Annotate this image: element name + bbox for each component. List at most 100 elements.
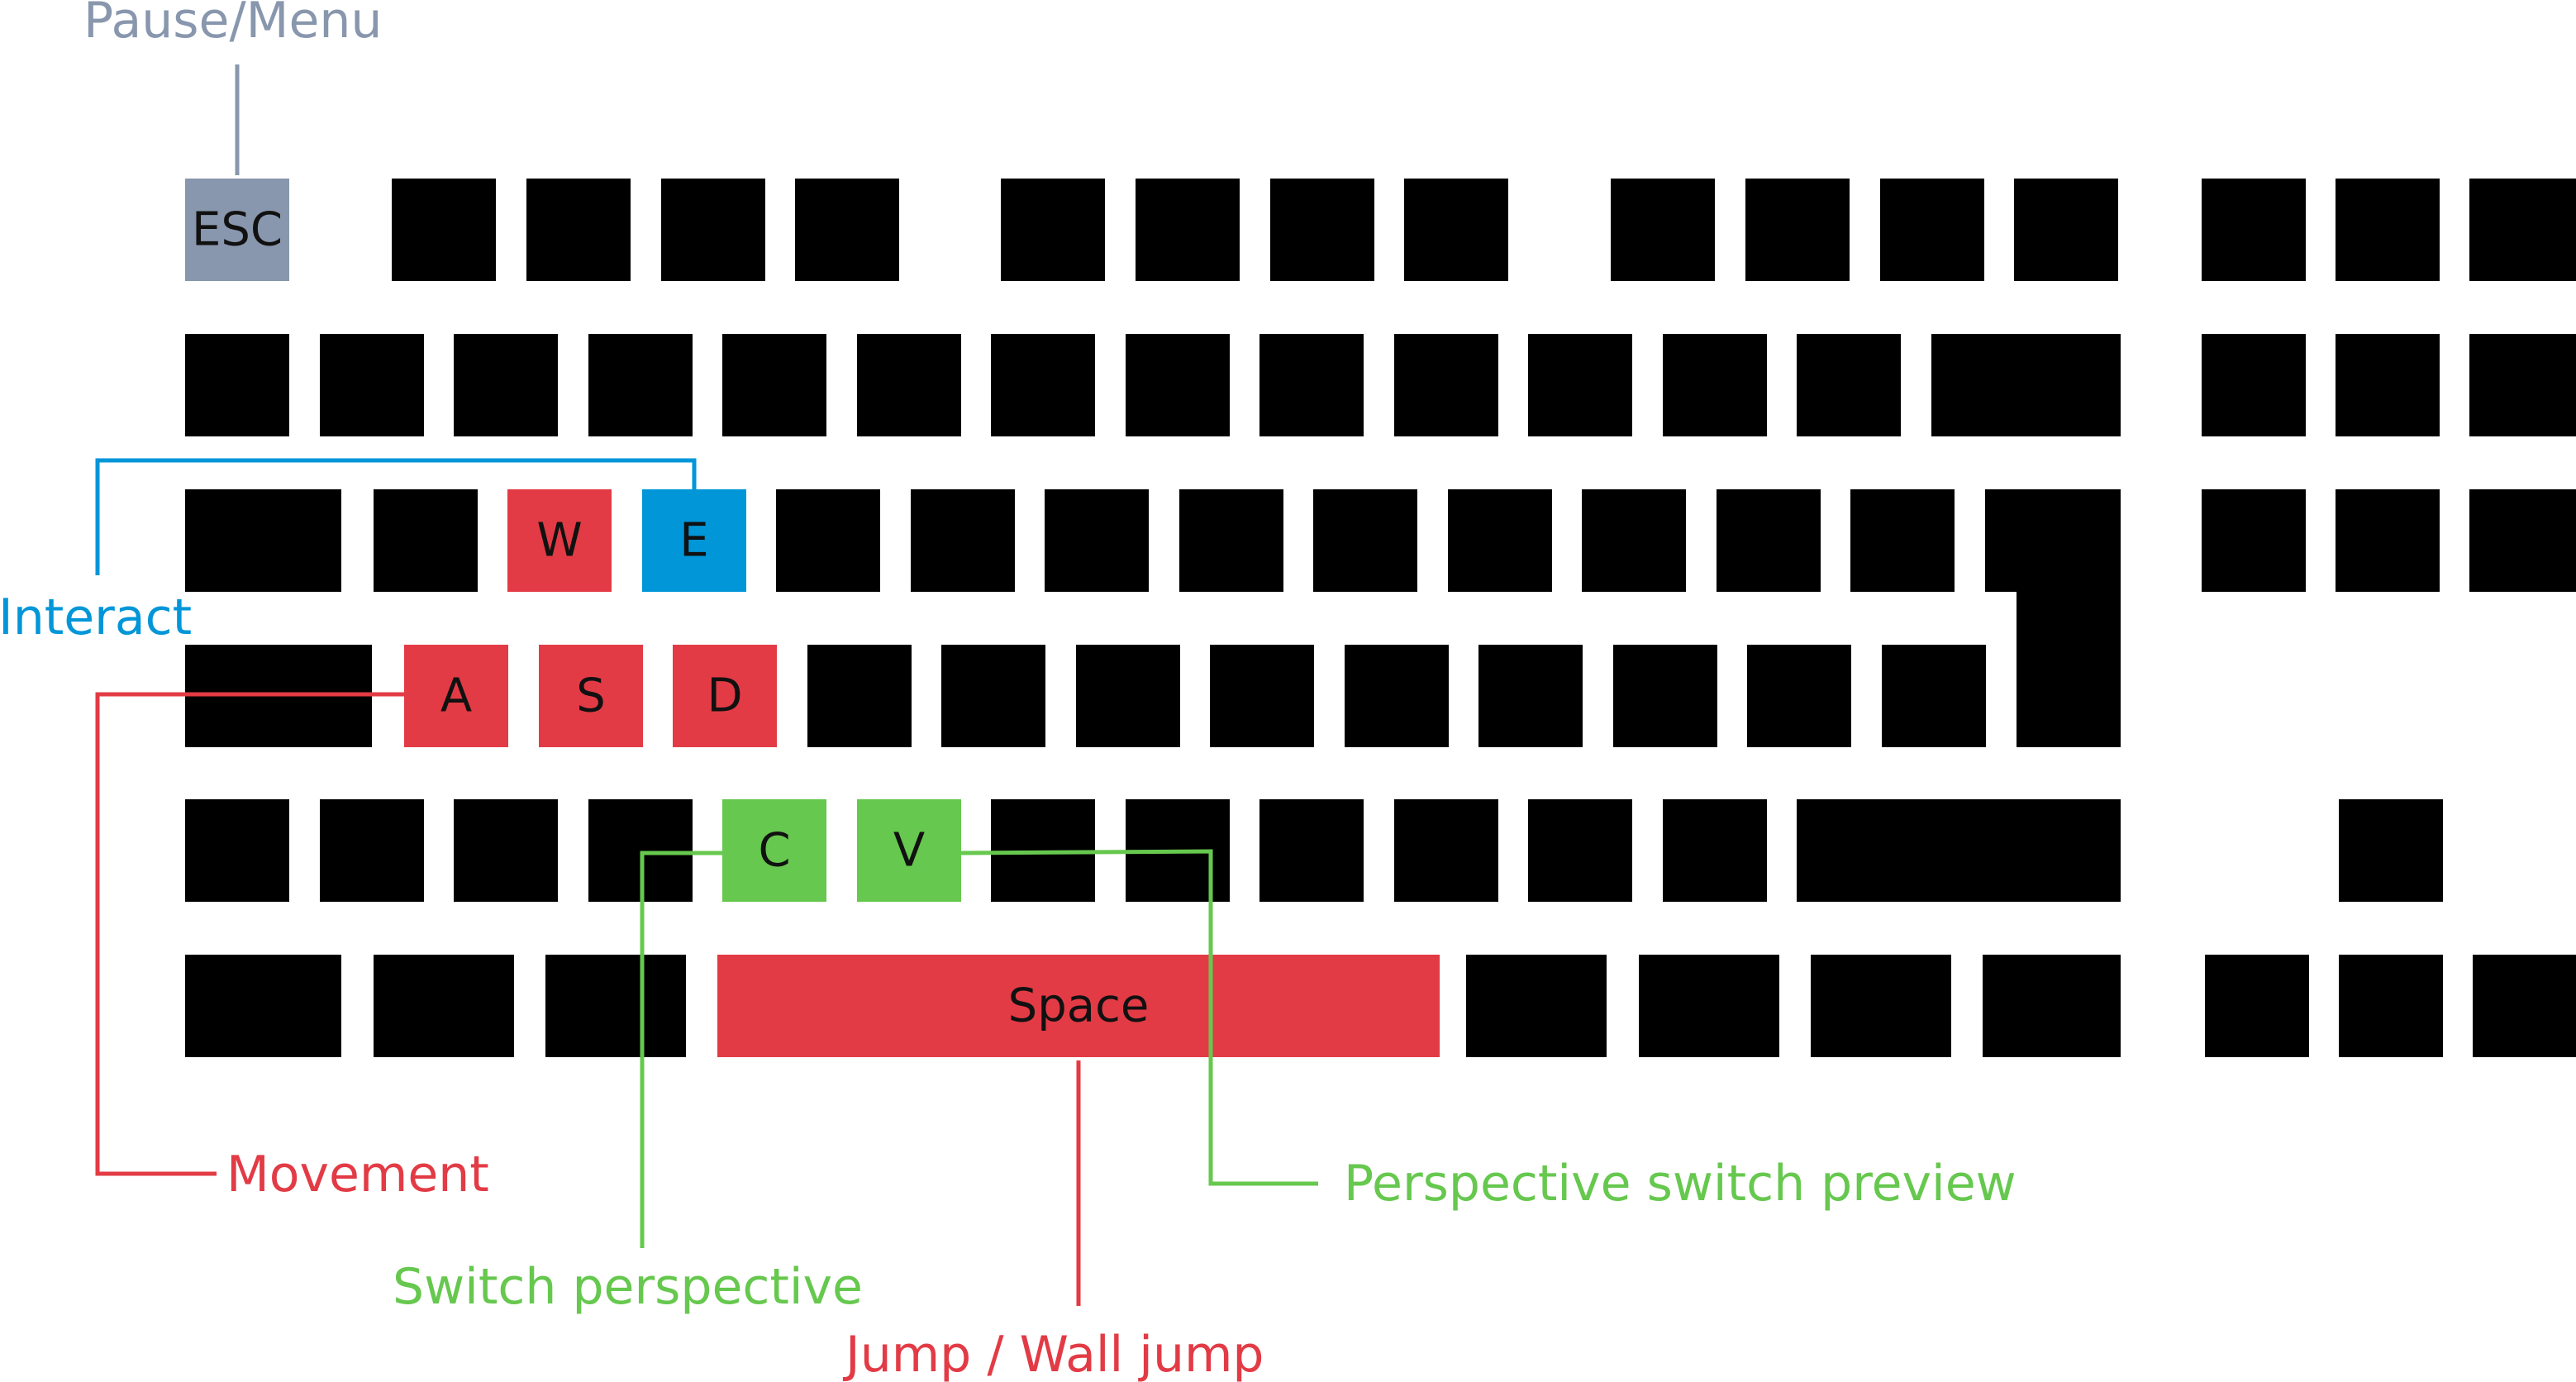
key-a-label: A (440, 670, 472, 723)
key-scroll-lock (2336, 179, 2440, 281)
switch-perspective-label: Switch perspective (393, 1258, 863, 1316)
key-page-up (2469, 334, 2576, 436)
key-f3 (661, 179, 765, 281)
key-f12 (2014, 179, 2118, 281)
pause-menu-label: Pause/Menu (83, 0, 382, 50)
movement-label: Movement (226, 1146, 489, 1203)
key-tab (185, 489, 341, 592)
key-print-screen (2202, 179, 2306, 281)
home-key-row: A S D (185, 645, 1986, 747)
key-space-label: Space (1008, 979, 1150, 1033)
key-backspace (1931, 334, 2121, 436)
key-p (1582, 489, 1686, 592)
qwerty-key-row: W E (185, 489, 2576, 747)
key-right-bracket (1850, 489, 1955, 592)
callout-labels: Pause/Menu Interact Movement Switch pers… (0, 0, 2017, 1382)
key-right-shift (1797, 799, 2121, 902)
key-semicolon (1613, 645, 1717, 747)
key-y (1045, 489, 1149, 592)
key-arrow-down (2339, 955, 2443, 1057)
key-a (404, 645, 508, 747)
key-g (941, 645, 1045, 747)
key-space (717, 955, 1440, 1057)
key-z (454, 799, 558, 902)
key-f5 (1001, 179, 1105, 281)
key-r (776, 489, 880, 592)
key-slash (1663, 799, 1767, 902)
key-left-ctrl (185, 955, 341, 1057)
key-esc (185, 179, 289, 281)
key-quote (1747, 645, 1851, 747)
key-j (1210, 645, 1314, 747)
key-insert (2202, 334, 2306, 436)
key-arrow-up (2339, 799, 2443, 902)
key-l (1478, 645, 1583, 747)
key-esc-label: ESC (192, 203, 283, 257)
key-pause (2469, 179, 2576, 281)
key-v-label: V (893, 824, 925, 878)
key-0 (1528, 334, 1632, 436)
key-f2 (526, 179, 631, 281)
key-w-label: W (536, 514, 582, 568)
key-e (642, 489, 746, 592)
space-key-row: Space (185, 955, 2576, 1057)
key-8 (1259, 334, 1364, 436)
perspective-preview-connector (960, 849, 1318, 1186)
movement-connector (95, 692, 404, 1176)
key-v (857, 799, 961, 902)
key-q (374, 489, 478, 592)
key-end (2336, 489, 2440, 592)
key-k (1345, 645, 1449, 747)
key-1 (320, 334, 424, 436)
key-f6 (1136, 179, 1240, 281)
key-left-bracket (1717, 489, 1821, 592)
key-left-shift (185, 799, 289, 902)
key-o (1448, 489, 1552, 592)
key-d (673, 645, 777, 747)
key-backslash-iso (320, 799, 424, 902)
key-i (1313, 489, 1417, 592)
key-home (2336, 334, 2440, 436)
key-delete (2202, 489, 2306, 592)
key-f9 (1611, 179, 1715, 281)
key-c (722, 799, 826, 902)
key-w (507, 489, 612, 592)
number-key-row (185, 334, 2576, 436)
key-e-label: E (679, 514, 708, 568)
interact-label: Interact (0, 589, 192, 646)
key-right-alt (1466, 955, 1607, 1057)
key-right-win (1639, 955, 1779, 1057)
key-2 (454, 334, 558, 436)
interact-connector (95, 458, 697, 575)
key-f (807, 645, 912, 747)
key-5 (857, 334, 961, 436)
key-left-win (374, 955, 514, 1057)
perspective-switch-preview-label: Perspective switch preview (1344, 1155, 2017, 1213)
key-backtick (185, 334, 289, 436)
key-backslash (1882, 645, 1986, 747)
key-f10 (1745, 179, 1850, 281)
key-comma (1394, 799, 1498, 902)
key-m (1259, 799, 1364, 902)
switch-perspective-connector (640, 851, 722, 1248)
callout-lines (95, 64, 1318, 1306)
key-left-alt (545, 955, 686, 1057)
key-h (1076, 645, 1180, 747)
key-right-ctrl (1983, 955, 2121, 1057)
key-s-label: S (576, 670, 606, 723)
key-f11 (1880, 179, 1984, 281)
key-d-label: D (707, 670, 742, 723)
jump-label: Jump / Wall jump (842, 1326, 1264, 1382)
key-enter (1985, 489, 2121, 747)
key-f8 (1404, 179, 1508, 281)
key-f1 (392, 179, 496, 281)
function-key-row: ESC (185, 179, 2576, 281)
key-u (1179, 489, 1283, 592)
key-6 (991, 334, 1095, 436)
key-3 (588, 334, 693, 436)
key-t (911, 489, 1015, 592)
key-arrow-left (2205, 955, 2309, 1057)
key-c-label: C (758, 824, 790, 878)
key-f4 (795, 179, 899, 281)
